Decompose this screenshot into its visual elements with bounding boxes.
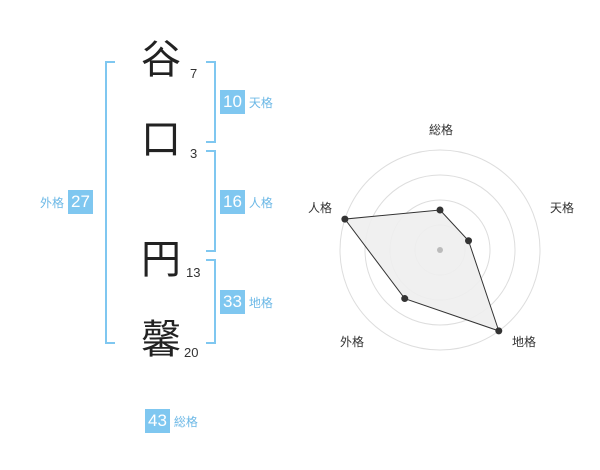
radar-label-jinkaku: 人格 <box>308 200 332 215</box>
radar-area <box>343 209 500 332</box>
stroke-count-3: 13 <box>186 265 201 280</box>
radar-center-dot <box>437 247 443 253</box>
tenkaku-label: 天格 <box>248 95 273 110</box>
chikaku-value: 33 <box>220 290 245 314</box>
gaikaku-label: 外格 <box>40 195 65 210</box>
chikaku-bracket <box>206 259 216 344</box>
stroke-count-2: 3 <box>190 146 198 161</box>
radar-point <box>436 206 444 214</box>
name-char-1: 谷 <box>141 37 181 83</box>
radar-point <box>495 327 503 335</box>
tenkaku-bracket <box>206 61 216 143</box>
stroke-count-1: 7 <box>190 66 198 81</box>
tenkaku-value: 10 <box>220 90 245 114</box>
radar-point <box>341 215 349 223</box>
chikaku-label: 地格 <box>248 295 273 310</box>
stroke-count-4: 20 <box>184 345 199 360</box>
radar-point <box>401 295 409 303</box>
radar-ring <box>364 174 516 326</box>
chikaku-group: 33 地格 <box>220 290 273 314</box>
jinkaku-group: 16 人格 <box>220 190 273 214</box>
radar-points <box>341 206 503 335</box>
gaikaku-group: 外格 27 <box>40 190 93 214</box>
radar-label-tenkaku: 天格 <box>550 200 574 215</box>
soukaku-value: 43 <box>145 409 170 433</box>
name-char-3: 円 <box>141 237 181 283</box>
radar-point <box>465 237 473 245</box>
jinkaku-value: 16 <box>220 190 245 214</box>
soukaku-group: 43 総格 <box>145 409 198 433</box>
name-char-2: 口 <box>141 117 181 163</box>
name-char-4: 馨 <box>141 317 181 363</box>
jinkaku-bracket <box>206 150 216 252</box>
radar-label-soukaku: 総格 <box>429 122 453 137</box>
soukaku-label: 総格 <box>173 414 198 429</box>
jinkaku-label: 人格 <box>248 195 273 210</box>
radar-ring <box>339 149 541 351</box>
gaikaku-bracket <box>105 61 115 344</box>
tenkaku-group: 10 天格 <box>220 90 273 114</box>
radar-label-gaikaku: 外格 <box>340 334 364 349</box>
gaikaku-value: 27 <box>68 190 93 214</box>
radar-label-chikaku: 地格 <box>512 334 536 349</box>
